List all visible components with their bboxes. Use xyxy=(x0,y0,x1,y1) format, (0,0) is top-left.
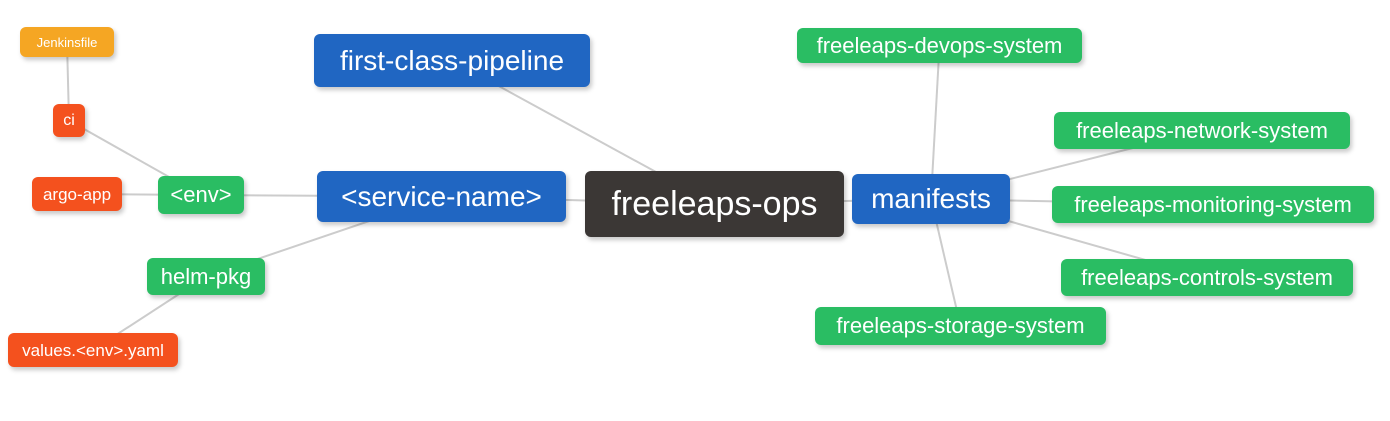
node-label-freeleaps-devops-system: freeleaps-devops-system xyxy=(816,32,1063,58)
node-label-env: <env> xyxy=(170,182,232,207)
node-label-manifests: manifests xyxy=(871,183,991,214)
edge-manifests--freeleaps-devops-system xyxy=(930,45,941,200)
node-helm-pkg[interactable]: helm-pkg xyxy=(147,258,265,295)
node-label-freeleaps-controls-system: freeleaps-controls-system xyxy=(1081,264,1333,290)
node-ci[interactable]: ci xyxy=(53,104,85,137)
node-label-helm-pkg: helm-pkg xyxy=(160,263,252,289)
node-label-argo-app: argo-app xyxy=(42,184,112,204)
node-env[interactable]: <env> xyxy=(158,176,244,214)
node-label-freeleaps-ops: freeleaps-ops xyxy=(611,185,818,223)
node-freeleaps-devops-system[interactable]: freeleaps-devops-system xyxy=(797,28,1082,63)
node-freeleaps-network-system[interactable]: freeleaps-network-system xyxy=(1054,112,1350,149)
node-argo-app[interactable]: argo-app xyxy=(32,177,122,211)
node-label-first-class-pipeline: first-class-pipeline xyxy=(339,44,565,76)
node-label-ci: ci xyxy=(63,111,75,129)
node-service-name[interactable]: <service-name> xyxy=(317,171,566,222)
node-manifests[interactable]: manifests xyxy=(852,174,1010,224)
node-freeleaps-monitoring-system[interactable]: freeleaps-monitoring-system xyxy=(1052,186,1374,223)
node-label-freeleaps-monitoring-system: freeleaps-monitoring-system xyxy=(1074,191,1352,217)
node-freeleaps-ops[interactable]: freeleaps-ops xyxy=(585,171,844,237)
node-label-jenkinsfile: Jenkinsfile xyxy=(36,34,98,50)
node-label-values-env-yaml: values.<env>.yaml xyxy=(22,340,164,360)
node-jenkinsfile[interactable]: Jenkinsfile xyxy=(20,27,114,57)
node-values-env-yaml[interactable]: values.<env>.yaml xyxy=(8,333,178,367)
node-label-freeleaps-storage-system: freeleaps-storage-system xyxy=(836,313,1085,338)
node-first-class-pipeline[interactable]: first-class-pipeline xyxy=(314,34,590,87)
node-label-service-name: <service-name> xyxy=(341,180,542,212)
node-freeleaps-storage-system[interactable]: freeleaps-storage-system xyxy=(815,307,1106,345)
node-freeleaps-controls-system[interactable]: freeleaps-controls-system xyxy=(1061,259,1353,296)
node-label-freeleaps-network-system: freeleaps-network-system xyxy=(1076,117,1328,143)
